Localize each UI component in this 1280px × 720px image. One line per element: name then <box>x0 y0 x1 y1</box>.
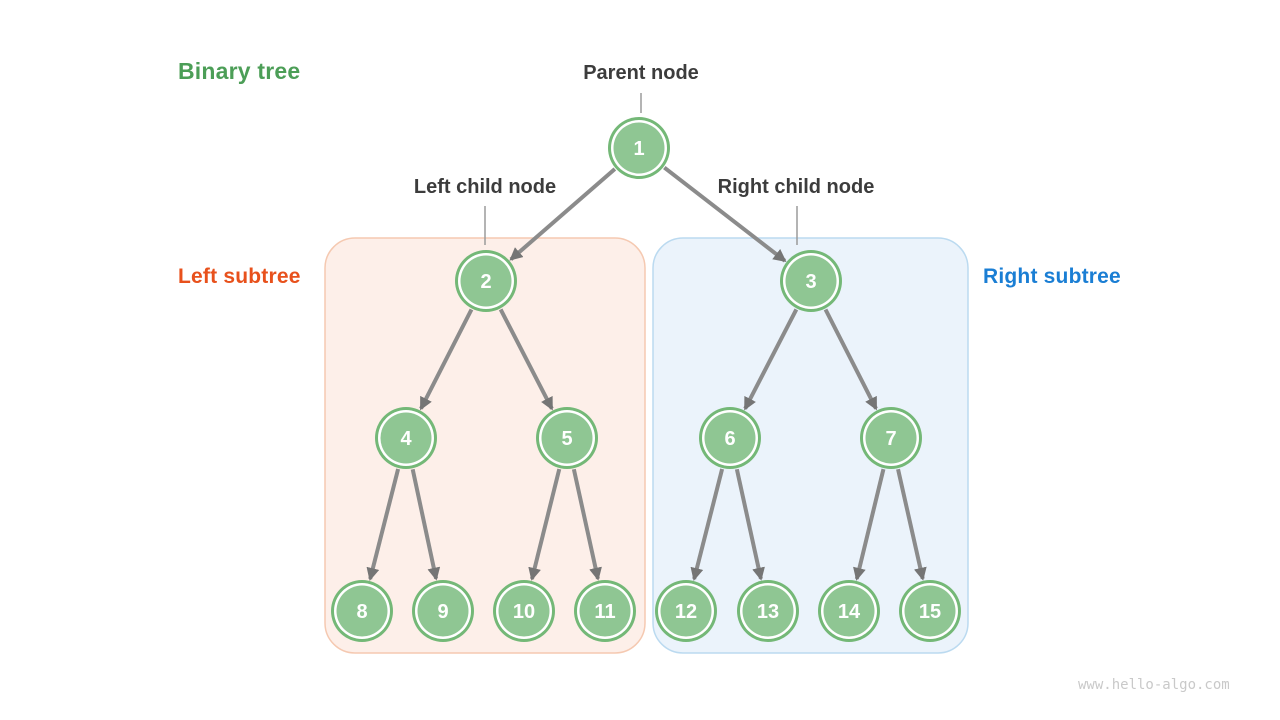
node-disc <box>498 585 550 637</box>
node-disc <box>823 585 875 637</box>
node-value: 8 <box>356 601 367 623</box>
tree-node-6: 6 <box>699 407 761 469</box>
edge-4-8 <box>366 468 401 581</box>
tree-node-15: 15 <box>899 580 961 642</box>
node-value: 7 <box>885 428 896 450</box>
node-value: 5 <box>561 428 572 450</box>
right-subtree-box <box>652 237 969 654</box>
edge-1-2 <box>509 167 617 261</box>
watermark-url: www.hello-algo.com <box>1078 677 1230 693</box>
node-value: 12 <box>675 601 697 623</box>
left-child-node-label: Left child node <box>414 176 556 198</box>
tree-node-13: 13 <box>737 580 799 642</box>
right-child-node-label: Right child node <box>718 176 875 198</box>
parent-node-label: Parent node <box>583 62 699 84</box>
node-disc <box>704 412 756 464</box>
right-subtree-label: Right subtree <box>983 265 1121 288</box>
node-value: 2 <box>480 271 491 293</box>
tree-node-4: 4 <box>375 407 437 469</box>
node-value: 14 <box>838 601 861 623</box>
tree-node-12: 12 <box>655 580 717 642</box>
node-disc <box>660 585 712 637</box>
figure-title: Binary tree <box>178 58 301 84</box>
node-value: 10 <box>513 601 535 623</box>
tree-node-11: 11 <box>574 580 636 642</box>
node-disc <box>336 585 388 637</box>
node-value: 4 <box>400 428 412 450</box>
edge-7-14 <box>853 468 886 581</box>
node-disc <box>417 585 469 637</box>
node-disc <box>579 585 631 637</box>
tree-node-9: 9 <box>412 580 474 642</box>
edge-3-6 <box>743 308 799 411</box>
node-value: 3 <box>805 271 816 293</box>
node-value: 6 <box>724 428 735 450</box>
node-disc <box>904 585 956 637</box>
tree-node-1: 1 <box>608 117 670 179</box>
tree-node-10: 10 <box>493 580 555 642</box>
edge-2-4 <box>419 308 474 411</box>
edge-7-15 <box>896 468 927 581</box>
edge-2-5 <box>498 308 554 411</box>
node-disc <box>865 412 917 464</box>
tree-node-14: 14 <box>818 580 880 642</box>
node-value: 13 <box>757 601 779 623</box>
node-value: 9 <box>437 601 448 623</box>
node-value: 11 <box>594 601 615 623</box>
node-disc <box>541 412 593 464</box>
edge-6-12 <box>690 468 725 581</box>
tree-node-3: 3 <box>780 250 842 312</box>
node-disc <box>460 255 512 307</box>
edge-3-7 <box>823 308 878 411</box>
node-value: 15 <box>919 601 941 623</box>
node-value: 1 <box>633 138 644 160</box>
node-disc <box>380 412 432 464</box>
edge-1-3 <box>663 165 787 263</box>
left-subtree-label: Left subtree <box>178 265 301 288</box>
tree-node-8: 8 <box>331 580 393 642</box>
tree-node-5: 5 <box>536 407 598 469</box>
node-disc <box>742 585 794 637</box>
edge-6-13 <box>734 468 765 581</box>
edge-5-10 <box>528 468 562 581</box>
edge-4-9 <box>410 468 441 581</box>
node-disc <box>785 255 837 307</box>
node-disc <box>613 122 665 174</box>
edge-5-11 <box>571 468 602 581</box>
tree-node-7: 7 <box>860 407 922 469</box>
tree-node-2: 2 <box>455 250 517 312</box>
